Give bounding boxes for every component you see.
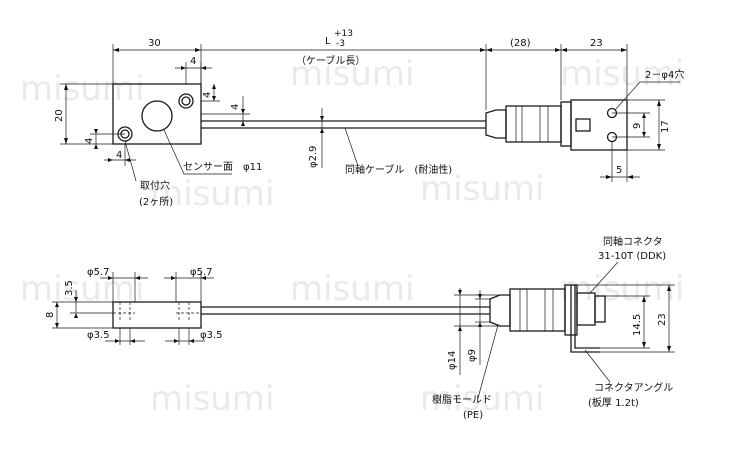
label-connector-angle: コネクタアングル bbox=[594, 381, 673, 394]
dim-cable-length: L bbox=[325, 36, 331, 47]
watermark-text: misumi bbox=[420, 379, 544, 419]
leader-line bbox=[344, 127, 359, 167]
cable-length-note: （ケーブル長） bbox=[296, 54, 365, 67]
leader-line bbox=[163, 129, 185, 175]
mount-hole-top-inner bbox=[181, 96, 191, 106]
dim-flange-edge: 5 bbox=[616, 165, 622, 176]
dimension-arrows bbox=[181, 66, 206, 70]
watermark-text: misumi bbox=[560, 54, 684, 94]
watermark-text: misumi bbox=[560, 269, 684, 309]
leader-line bbox=[584, 349, 611, 383]
connector-stub-tip bbox=[594, 295, 606, 323]
dim-top-left-cbore: φ5.7 bbox=[87, 267, 110, 278]
hole-callout: 2－φ4穴 bbox=[645, 68, 684, 81]
watermark-text: misumi bbox=[150, 379, 274, 419]
dim-hole-offset-bottom: 4 bbox=[116, 150, 122, 161]
dimension-arrows bbox=[657, 100, 661, 150]
dimension-arrows bbox=[241, 109, 245, 126]
connector-angle bbox=[570, 285, 600, 353]
dim-top-right-cbore: φ5.7 bbox=[190, 267, 213, 278]
connector-mold bbox=[489, 294, 511, 327]
bottom-view: φ5.7 φ5.7 φ3.5 φ3.5 8 3.5 φ14 bbox=[45, 235, 675, 421]
dim-cable-offset: 4 bbox=[230, 104, 241, 110]
dim-cable-tol-minus: -3 bbox=[336, 39, 345, 49]
leader-line bbox=[614, 81, 641, 111]
top-view: 30 L +13 -3 （ケーブル長） (28) 23 2－φ4穴 17 bbox=[54, 29, 684, 208]
dimension-arrows bbox=[212, 84, 216, 101]
dim-hole-offset-top: 4 bbox=[190, 56, 196, 67]
dim-overall-height: 23 bbox=[657, 313, 668, 326]
watermark-layer: misumi misumi misumi misumi misumi misum… bbox=[20, 54, 684, 419]
dim-connector-flange: 23 bbox=[590, 38, 603, 49]
connector-body bbox=[509, 288, 566, 332]
label-resin-mold: 樹脂モールド bbox=[432, 393, 492, 406]
dim-width-30: 30 bbox=[148, 38, 161, 49]
label-connector-model: 31-10T (DDK) bbox=[598, 251, 666, 262]
dimension-arrows bbox=[94, 129, 98, 149]
watermark-text: misumi bbox=[290, 54, 414, 94]
label-plate-thickness: (板厚 1.2t) bbox=[588, 396, 639, 409]
leader-line bbox=[124, 140, 137, 182]
connector-nut bbox=[560, 101, 572, 147]
dim-height-20: 20 bbox=[54, 109, 65, 122]
dimension-arrows bbox=[642, 113, 646, 137]
watermark-text: misumi bbox=[150, 174, 274, 214]
dimension-arrows bbox=[115, 339, 135, 343]
watermark-text: misumi bbox=[20, 69, 144, 109]
sensor-face bbox=[141, 100, 173, 132]
label-connector: 同軸コネクタ bbox=[603, 235, 663, 248]
label-cable: 同軸ケーブル (耐油性) bbox=[345, 163, 452, 176]
dim-connector-height: 14.5 bbox=[632, 314, 643, 336]
label-sensor-face: センサー面 φ11 bbox=[183, 161, 262, 173]
dim-cbore-depth: 3.5 bbox=[64, 280, 75, 296]
dim-thickness: 8 bbox=[45, 312, 56, 318]
dim-cable-tol-plus: +13 bbox=[334, 29, 353, 39]
dimension-arrows bbox=[64, 84, 68, 144]
leader-line bbox=[589, 261, 619, 294]
dimension-arrows bbox=[108, 158, 130, 162]
dim-hole-offset-right: 4 bbox=[202, 92, 213, 98]
leader-line bbox=[477, 324, 499, 399]
label-mount-hole: 取付穴 bbox=[140, 179, 170, 192]
dim-mold-dia: φ14 bbox=[447, 351, 458, 370]
dimension-arrows bbox=[174, 339, 194, 343]
dim-mold-inner: φ9 bbox=[467, 349, 478, 362]
dim-bottom-left-hole: φ3.5 bbox=[87, 330, 110, 341]
sensor-body-side bbox=[112, 301, 202, 329]
connector-flange bbox=[570, 99, 628, 151]
dimension-arrows bbox=[74, 297, 78, 318]
connector-mold bbox=[485, 109, 507, 139]
dimension-arrow bbox=[480, 48, 486, 52]
connector-body bbox=[505, 105, 562, 143]
watermark-text: misumi bbox=[20, 269, 144, 309]
dim-connector-body: (28) bbox=[510, 38, 531, 49]
dim-flange-height: 17 bbox=[660, 120, 671, 133]
watermark-text: misumi bbox=[420, 169, 544, 209]
dim-flange-hole: 9 bbox=[632, 123, 643, 129]
dim-bottom-right-hole: φ3.5 bbox=[200, 330, 223, 341]
dimension-arrows bbox=[606, 175, 633, 179]
connector-angle-inner bbox=[574, 285, 600, 349]
label-resin-material: (PE) bbox=[463, 410, 483, 421]
dim-cable-dia: φ2.9 bbox=[308, 146, 319, 169]
mount-hole-top bbox=[178, 93, 194, 109]
dimension-arrows bbox=[642, 296, 646, 348]
label-mount-hole-count: (2ヶ所) bbox=[139, 196, 173, 208]
dimension-arrows bbox=[320, 116, 324, 133]
connector-pin bbox=[575, 118, 591, 132]
watermark-text: misumi bbox=[290, 269, 414, 309]
dim-hole-offset-left: 4 bbox=[84, 138, 95, 144]
